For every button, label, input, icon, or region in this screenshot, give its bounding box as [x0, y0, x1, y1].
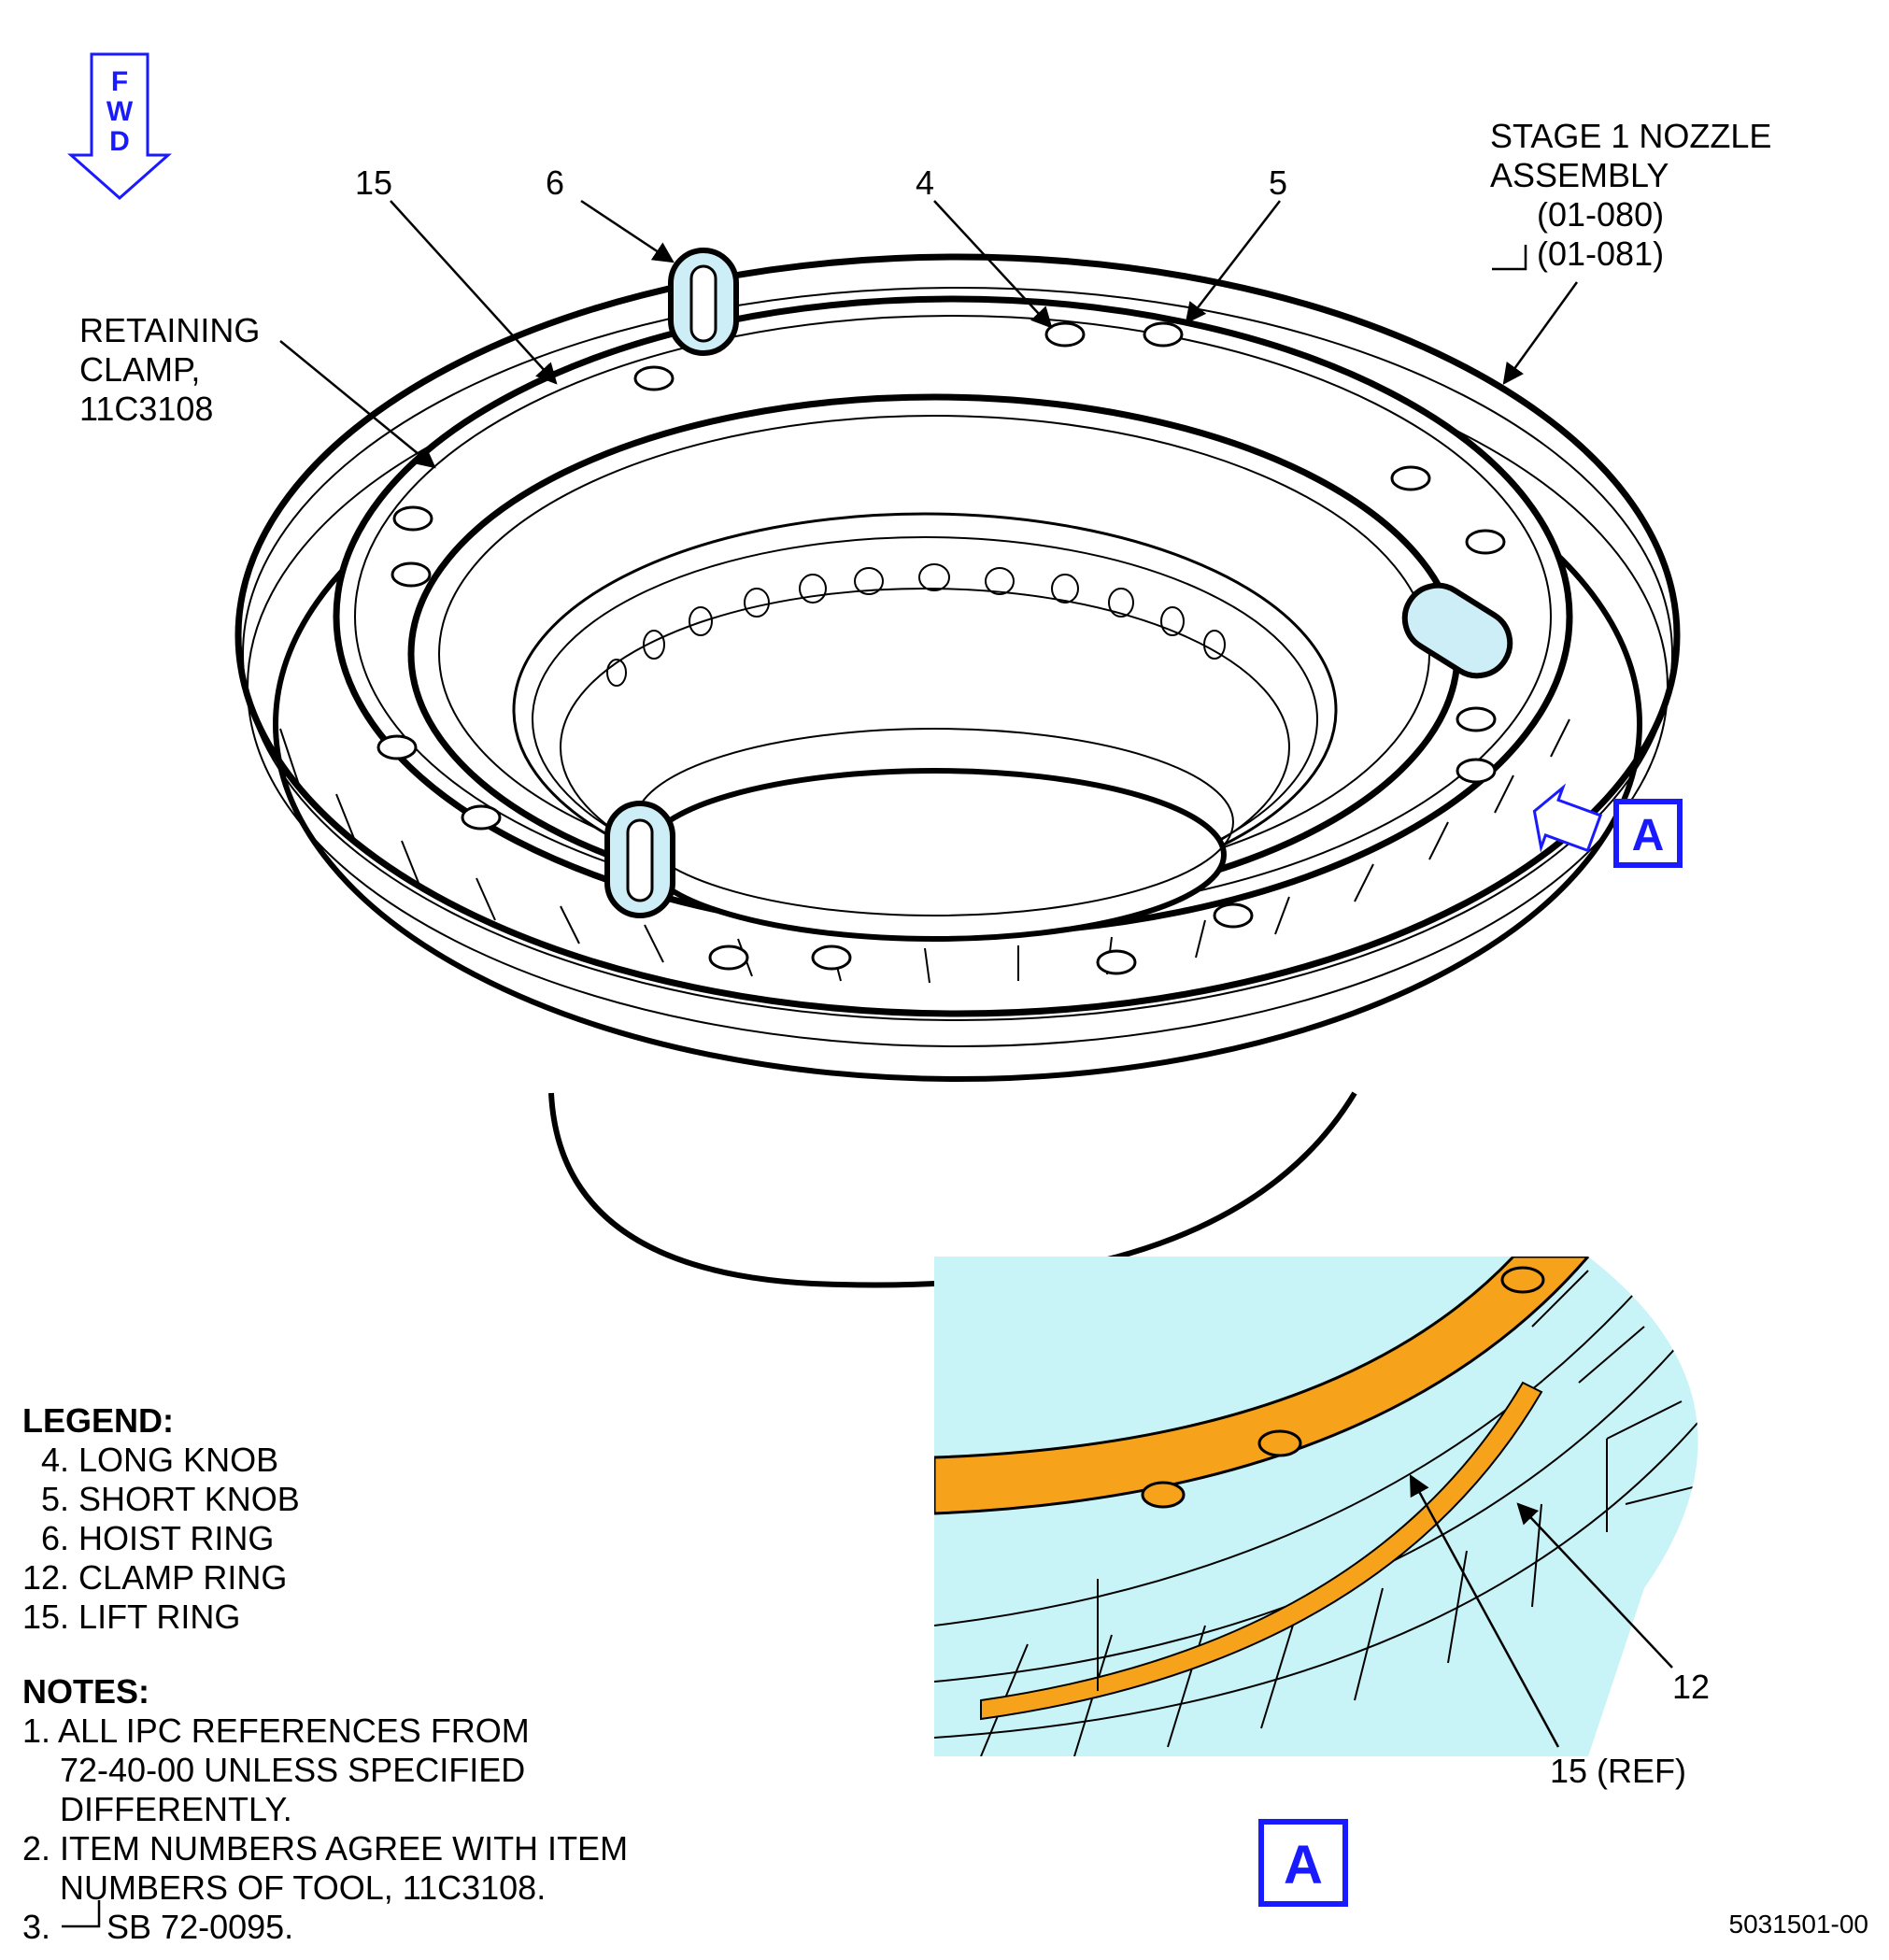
notes: NOTES: 1. ALL IPC REFERENCES FROM 72-40-…: [22, 1672, 628, 1947]
note-line: DIFFERENTLY.: [22, 1790, 292, 1828]
note-line: NUMBERS OF TOOL, 11C3108.: [22, 1868, 547, 1907]
note-3-triangle-icon: [62, 1900, 101, 1928]
retaining-clamp-line3: 11C3108: [79, 390, 213, 428]
view-a-pointer-icon: [1532, 783, 1603, 853]
clamp-ring-segment: [980, 1381, 1543, 1721]
knobs: [376, 321, 1506, 975]
detail-a-box: [1258, 1819, 1348, 1907]
note-line: 2. ITEM NUMBERS AGREE WITH ITEM: [22, 1829, 629, 1868]
callout-leaders: [279, 199, 1579, 469]
lower-cone: [548, 1091, 1357, 1288]
callout-15: 15: [355, 163, 392, 202]
hoist-ring-top: [668, 248, 739, 356]
stage-nozzle-line3: (01-080): [1537, 195, 1664, 234]
effectivity-triangle-icon: [1492, 245, 1527, 271]
detail-a-label: A: [1284, 1835, 1323, 1896]
view-a-box: [1613, 799, 1683, 868]
legend-item: 12. CLAMP RING: [22, 1558, 288, 1597]
detail-a-drawing: [934, 1257, 1698, 1756]
callout-6: 6: [546, 163, 564, 202]
inner-bore: [642, 768, 1227, 942]
nozzle-assembly-drawing: [234, 248, 1681, 1288]
stage-nozzle-line4: (01-081): [1537, 234, 1664, 273]
callout-5: 5: [1269, 163, 1287, 202]
fwd-arrow-icon: F W D: [67, 52, 172, 201]
lift-ring-segment: [934, 1257, 1592, 1515]
callout-4: 4: [916, 163, 934, 202]
retaining-clamp-line2: CLAMP,: [79, 350, 200, 389]
legend-title: LEGEND:: [22, 1401, 174, 1440]
note-line: 1. ALL IPC REFERENCES FROM: [22, 1711, 530, 1750]
hoist-ring-front: [604, 801, 675, 918]
stage-nozzle-line1: STAGE 1 NOZZLE: [1490, 117, 1771, 155]
note-line: 3. SB 72-0095.: [22, 1908, 294, 1946]
drawing-number: 5031501-00: [1728, 1910, 1868, 1939]
hoist-ring-right: [1401, 582, 1513, 679]
fwd-letter-w: W: [107, 96, 134, 127]
fwd-letter-d: D: [109, 126, 130, 157]
detail-callout-12: 12: [1672, 1668, 1710, 1706]
legend-item: 6. HOIST RING: [22, 1519, 275, 1557]
notes-title: NOTES:: [22, 1672, 150, 1711]
bore-holes: [606, 563, 1226, 687]
detail-callout-leaders: [1409, 1474, 1673, 1748]
fwd-letter-f: F: [111, 66, 128, 97]
note-line: 72-40-00 UNLESS SPECIFIED: [22, 1751, 526, 1789]
legend-item: 15. LIFT RING: [22, 1598, 241, 1636]
legend-item: 5. SHORT KNOB: [22, 1480, 300, 1518]
legend: LEGEND: 4. LONG KNOB 5. SHORT KNOB 6. HO…: [22, 1401, 300, 1637]
stage-nozzle-line2: ASSEMBLY: [1490, 156, 1669, 194]
retaining-clamp-line1: RETAINING: [79, 311, 260, 349]
legend-item: 4. LONG KNOB: [22, 1441, 279, 1479]
view-a-label: A: [1632, 811, 1665, 860]
detail-callout-15-ref: 15 (REF): [1550, 1752, 1686, 1790]
